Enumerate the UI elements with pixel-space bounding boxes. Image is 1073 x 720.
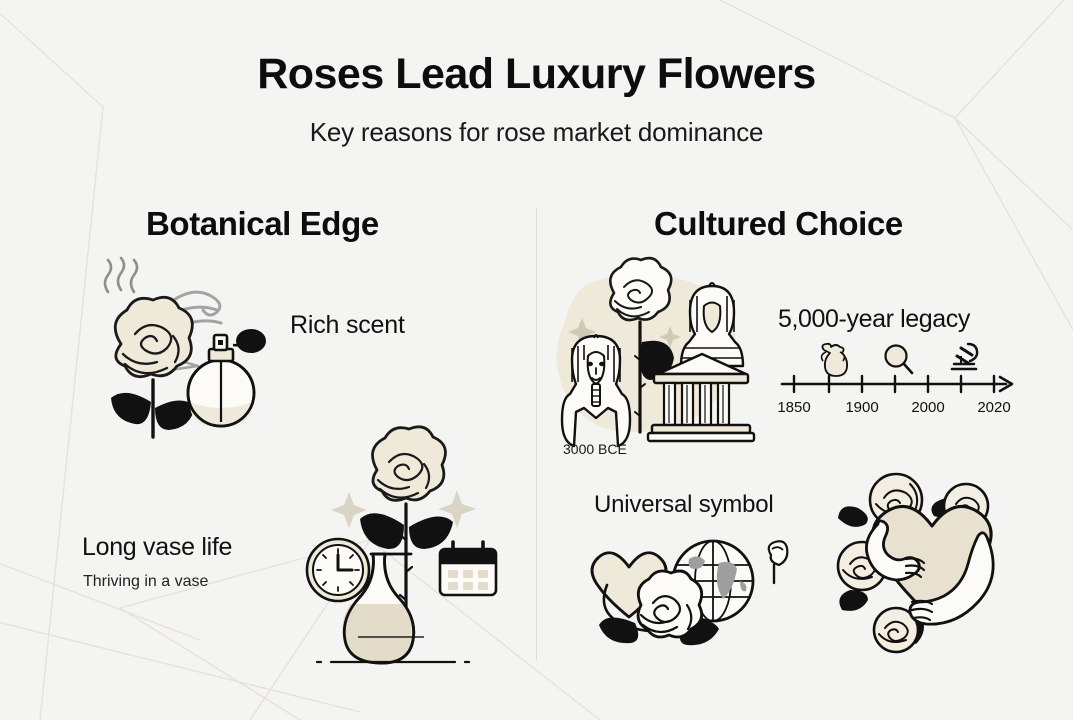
label-5000-year-legacy: 5,000-year legacy <box>778 305 970 333</box>
label-universal-symbol: Universal symbol <box>594 491 774 518</box>
microscope-icon <box>950 342 979 371</box>
sublabel-thriving-in-a-vase: Thriving in a vase <box>83 573 209 590</box>
history-illustration <box>552 256 757 448</box>
page-subtitle: Key reasons for rose market dominance <box>309 117 764 147</box>
timeline-tick-2000: 2000 <box>911 399 944 416</box>
vase-life-illustration <box>305 425 520 667</box>
legacy-timeline: 1850 1900 2000 2020 <box>777 340 1023 418</box>
timeline-tick-1900: 1900 <box>845 399 878 416</box>
column-divider <box>536 208 537 660</box>
universal-symbol-illustration <box>585 533 815 658</box>
magnifier-icon <box>884 344 914 375</box>
timeline-tick-1850: 1850 <box>777 399 810 416</box>
timeline-tick-2020: 2020 <box>977 399 1010 416</box>
amphora-icon <box>820 342 849 377</box>
label-3000-bce: 3000 BCE <box>563 441 627 457</box>
label-long-vase-life: Long vase life <box>82 533 233 561</box>
label-rich-scent: Rich scent <box>290 311 405 339</box>
column-heading-botanical: Botanical Edge <box>146 205 379 242</box>
hugging-heart-illustration <box>836 468 1026 658</box>
column-heading-cultured: Cultured Choice <box>654 205 903 242</box>
page-title: Roses Lead Luxury Flowers <box>257 50 816 98</box>
rich-scent-illustration <box>75 256 335 439</box>
